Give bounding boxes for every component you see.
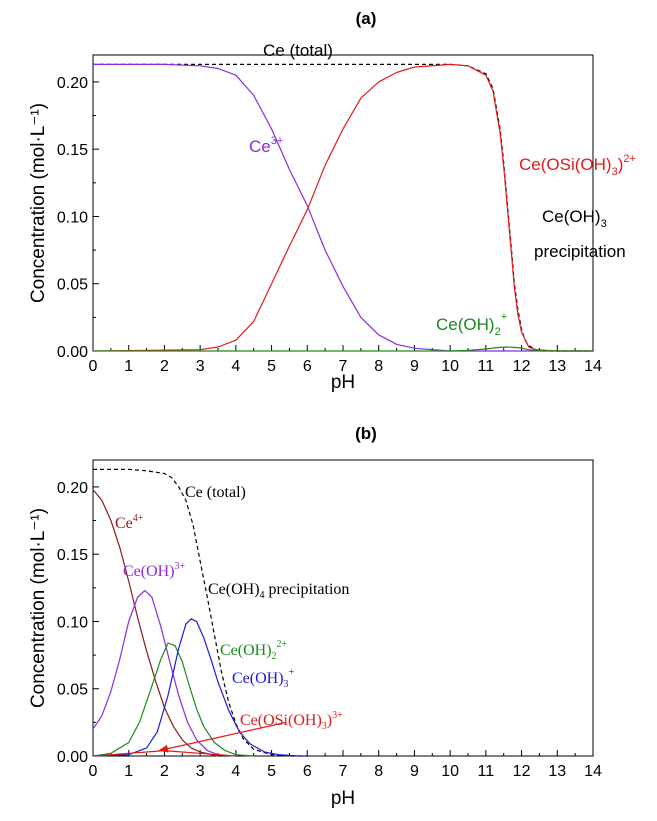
series-line-ceoh2 (93, 346, 593, 352)
panel-b-y-ticks: 0.00 0.05 0.10 0.15 0.20 (57, 480, 99, 766)
label-a-precipitation: precipitation (534, 242, 626, 261)
panel-b-label: (b) (355, 424, 377, 443)
y-tick-label: 0.00 (57, 344, 88, 361)
panel-b-series (92, 468, 308, 757)
x-tick-label: 14 (584, 358, 602, 375)
panel-b-arrow (158, 721, 286, 753)
x-tick-label: 5 (267, 763, 276, 780)
x-tick-label: 3 (196, 358, 205, 375)
x-tick-label: 13 (548, 763, 566, 780)
x-tick-label: 0 (89, 358, 98, 375)
x-tick-label: 9 (410, 358, 419, 375)
x-tick-label: 14 (584, 763, 602, 780)
series-line-ce4 (92, 489, 219, 757)
x-tick-label: 7 (339, 763, 348, 780)
series-line-total (93, 63, 593, 352)
y-tick-label: 0.20 (57, 480, 88, 497)
label-a-ceoh2: Ce(OH)2+ (436, 311, 507, 338)
x-tick-label: 2 (160, 358, 169, 375)
label-a-ce3: Ce3+ (249, 135, 283, 156)
label-b-ceoh: Ce(OH)3+ (123, 561, 186, 580)
label-a-ce-total: Ce (total) (263, 41, 333, 60)
x-tick-label: 10 (441, 763, 459, 780)
label-a-ceosioh3: Ce(OSi(OH)3)2+ (519, 153, 636, 178)
x-tick-label: 9 (410, 763, 419, 780)
x-tick-label: 1 (124, 358, 133, 375)
x-tick-label: 12 (513, 358, 531, 375)
series-line-ceoh3 (92, 618, 308, 757)
panel-a-y-axis-title: Concentration (mol·L⁻¹) (28, 103, 49, 303)
panel-a-series (92, 63, 593, 352)
y-tick-label: 0.15 (57, 547, 88, 564)
series-line-ceosi (92, 63, 593, 352)
y-tick-label: 0.00 (57, 749, 88, 766)
label-b-ce4: Ce4+ (115, 513, 144, 532)
x-tick-label: 2 (160, 763, 169, 780)
x-tick-label: 5 (267, 358, 276, 375)
series-line-ceoh2 (92, 642, 254, 757)
label-b-ce-total: Ce (total) (185, 484, 246, 501)
series-line-ce3 (93, 63, 593, 352)
x-tick-label: 13 (548, 358, 566, 375)
label-b-ceosioh3: Ce(OSi(OH)3)3+ (240, 710, 343, 732)
panel-b-y-axis-title: Concentration (mol·L⁻¹) (28, 508, 49, 708)
x-tick-label: 4 (231, 358, 240, 375)
x-tick-label: 3 (196, 763, 205, 780)
x-tick-label: 11 (478, 358, 495, 375)
x-tick-label: 8 (374, 358, 383, 375)
x-tick-label: 12 (513, 763, 531, 780)
label-b-ceoh3: Ce(OH)3+ (232, 667, 295, 690)
label-b-ceoh2: Ce(OH)22+ (220, 639, 288, 662)
label-a-ceoh3: Ce(OH)3 (542, 207, 607, 230)
x-tick-label: 6 (303, 763, 312, 780)
x-tick-label: 10 (441, 358, 459, 375)
series-line-ceoh (92, 589, 236, 757)
series-line-total (93, 468, 308, 757)
x-tick-label: 8 (374, 763, 383, 780)
y-tick-label: 0.10 (57, 614, 88, 631)
panel-a-y-ticks: 0.00 0.05 0.10 0.15 0.20 (57, 75, 99, 361)
x-tick-label: 1 (124, 763, 133, 780)
x-tick-label: 11 (478, 763, 495, 780)
panel-a-label: (a) (356, 9, 377, 28)
panel-a-x-axis-title: pH (331, 372, 355, 393)
x-tick-label: 4 (231, 763, 240, 780)
panel-b-x-axis-title: pH (331, 788, 355, 809)
panel-b-frame (92, 459, 594, 757)
y-tick-label: 0.15 (57, 142, 88, 159)
x-tick-label: 7 (339, 358, 348, 375)
y-tick-label: 0.05 (57, 682, 88, 699)
y-tick-label: 0.10 (57, 209, 88, 226)
x-tick-label: 6 (303, 358, 312, 375)
x-tick-label: 0 (89, 763, 98, 780)
y-tick-label: 0.05 (57, 277, 88, 294)
label-b-precipitation: Ce(OH)4 precipitation (208, 581, 349, 601)
y-tick-label: 0.20 (57, 75, 88, 92)
